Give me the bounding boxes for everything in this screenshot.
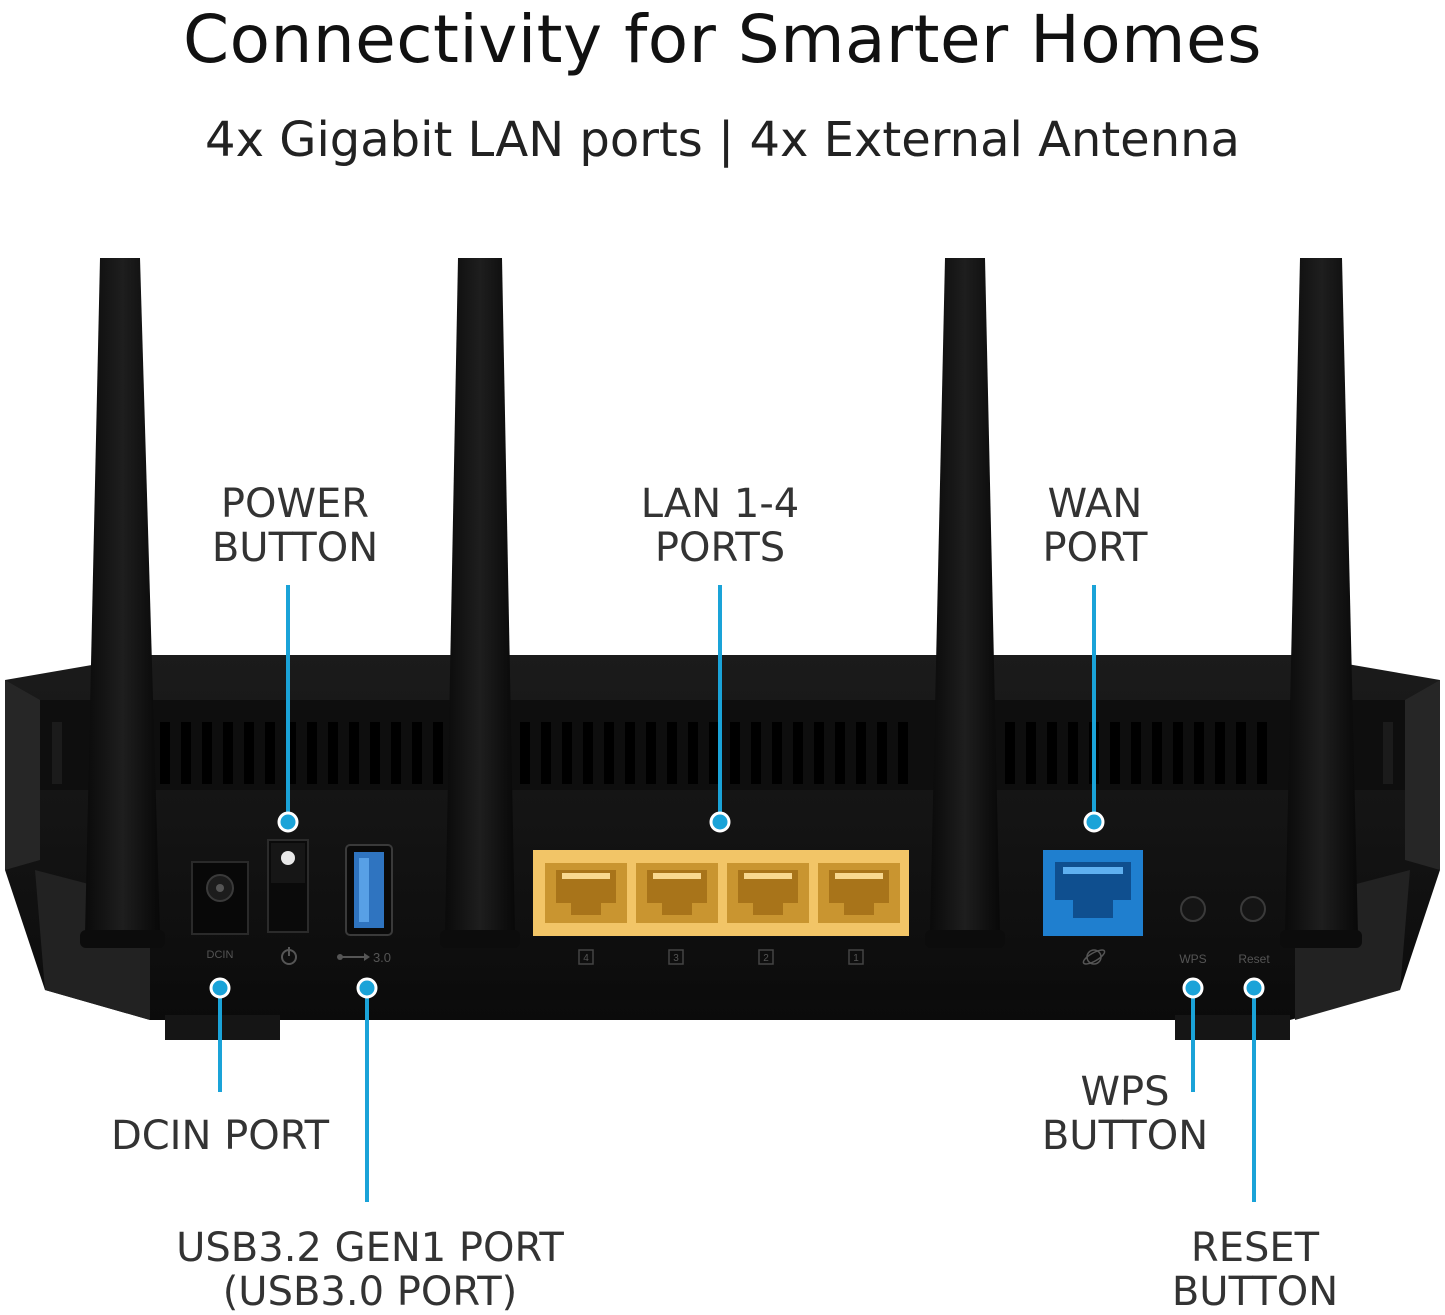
lan-number-1: 1	[853, 953, 859, 964]
vent-grille	[52, 722, 1393, 784]
usb-port	[345, 844, 393, 936]
usb-icon	[337, 953, 370, 961]
reset-callout-dot	[1243, 977, 1265, 999]
power-button[interactable]	[267, 839, 309, 933]
lan-number-2: 2	[763, 953, 769, 964]
power-callout-dot	[277, 811, 299, 833]
wps-callout-dot	[1182, 977, 1204, 999]
lan-number-4: 4	[583, 953, 589, 964]
lan-port-4	[545, 863, 627, 923]
wps-marking: WPS	[1179, 952, 1206, 966]
lan-port-1	[818, 863, 900, 923]
usb-marking: 3.0	[373, 950, 391, 965]
dcin-port	[191, 861, 249, 935]
antenna-1	[80, 258, 165, 948]
wps-button[interactable]	[1180, 896, 1206, 922]
lan-callout-dot	[709, 811, 731, 833]
dcin-port-label: DCIN PORT	[110, 1113, 330, 1159]
reset-marking: Reset	[1238, 952, 1270, 966]
usb-callout-dot	[356, 977, 378, 999]
wan-callout-dot	[1083, 811, 1105, 833]
page-title: Connectivity for Smarter Homes	[183, 1, 1262, 78]
antenna-2	[440, 258, 520, 948]
antenna-4	[1280, 258, 1362, 948]
wan-port	[1043, 850, 1143, 936]
lan-number-3: 3	[673, 953, 679, 964]
lan-port-3	[636, 863, 718, 923]
antenna-3	[925, 258, 1005, 948]
callout-lines	[209, 585, 1265, 1202]
usb-port-label: USB3.2 GEN1 PORT(USB3.0 PORT)	[176, 1225, 564, 1315]
page-subtitle: 4x Gigabit LAN ports | 4x External Anten…	[205, 112, 1240, 168]
lan-ports	[533, 850, 909, 936]
dcin-callout-dot	[209, 977, 231, 999]
reset-button[interactable]	[1240, 896, 1266, 922]
dcin-marking: DCIN	[207, 949, 234, 961]
power-icon	[281, 947, 297, 965]
globe-icon	[1082, 949, 1106, 965]
lan-port-2	[727, 863, 809, 923]
